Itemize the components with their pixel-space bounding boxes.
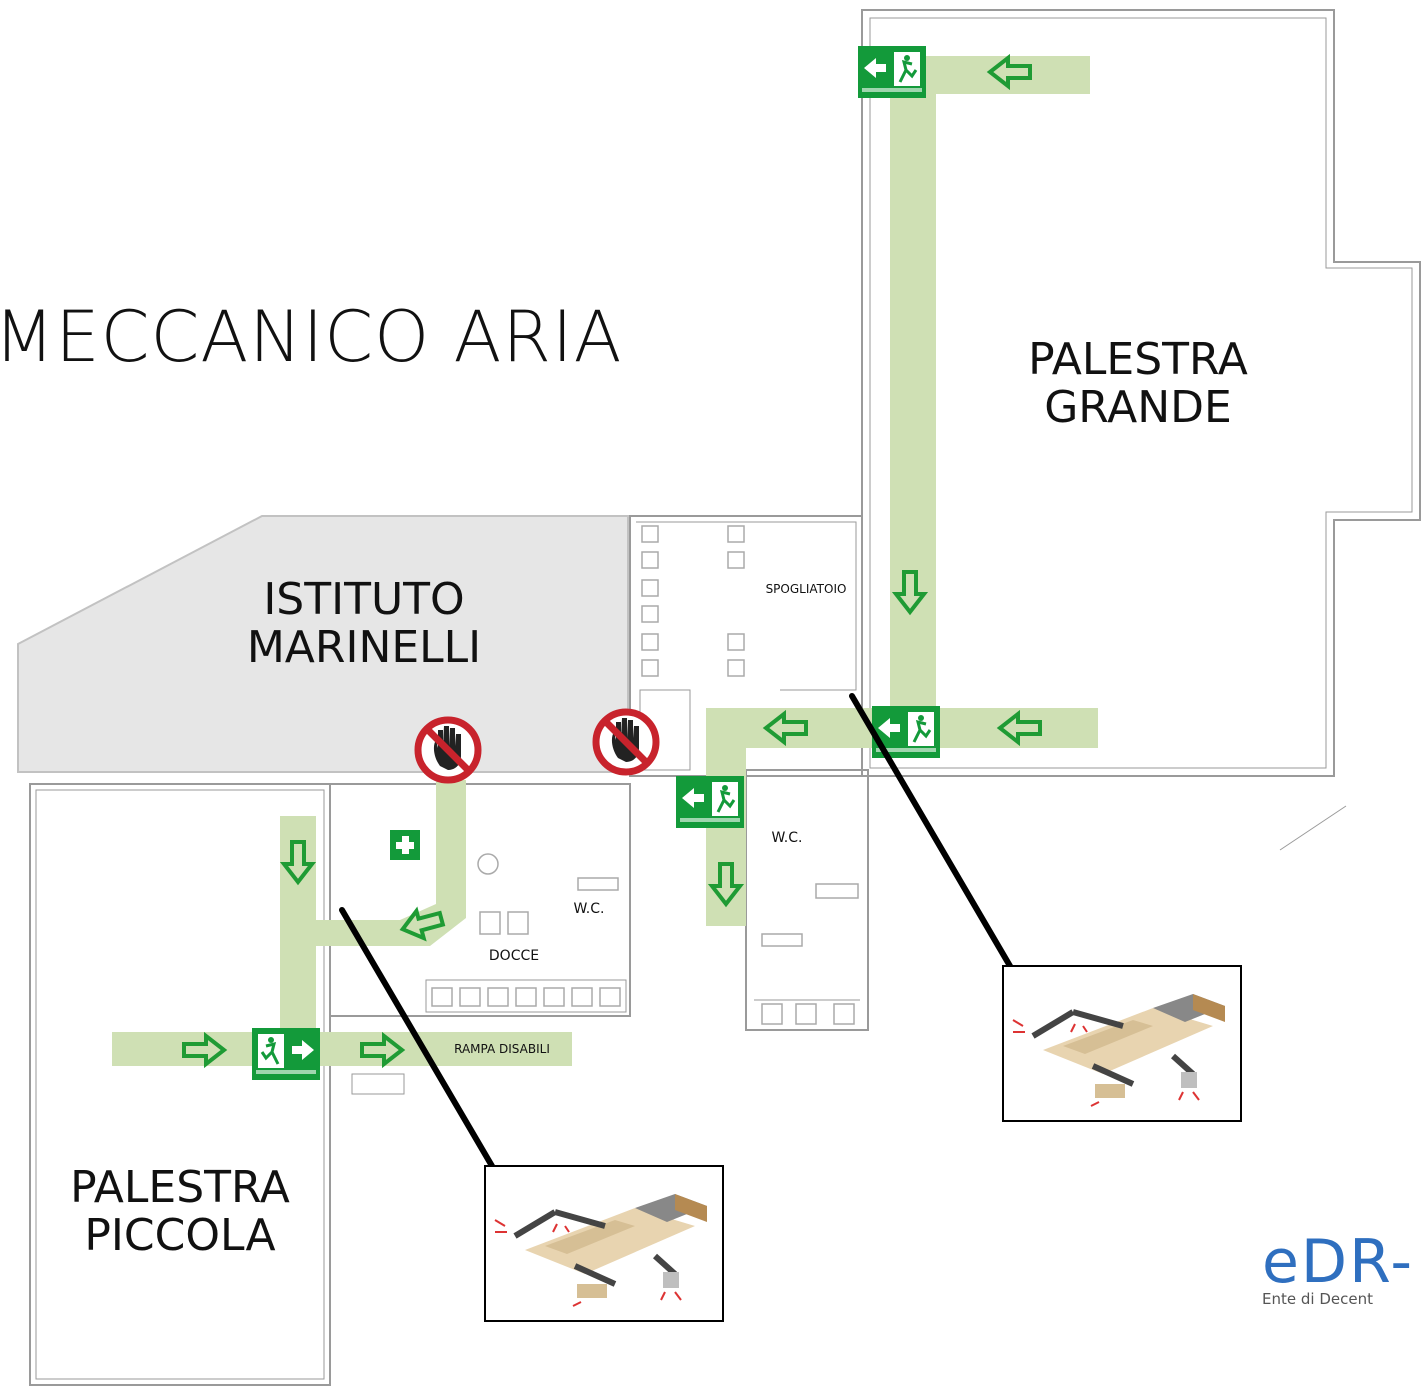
- logo-subtitle: Ente di Decent: [1262, 1290, 1373, 1308]
- plan-title: MECCANICO ARIA: [0, 296, 623, 378]
- room-docce: DOCCE: [488, 948, 540, 964]
- room-wc-1: W.C.: [771, 830, 803, 846]
- edr-logo: eDR- Ente di Decent: [1262, 1232, 1414, 1308]
- logo-mark: eDR-: [1262, 1227, 1415, 1297]
- air-duct-diagram-icon: [485, 966, 1241, 1321]
- wall-outlines: [29, 9, 1421, 1386]
- room-palestra-grande: PALESTRA GRANDE: [1028, 334, 1248, 433]
- istituto-marinelli-block: [17, 515, 629, 773]
- rampa-disabili-label: RAMPA DISABILI: [454, 1042, 550, 1056]
- callout-leaders: [339, 693, 1013, 1169]
- first-aid-icon: [390, 830, 420, 860]
- restroom-fixtures: [431, 525, 859, 1025]
- room-palestra-piccola: PALESTRA PICCOLA: [70, 1162, 290, 1261]
- room-spogliatoio: SPOGLIATOIO: [765, 582, 847, 596]
- room-istituto-marinelli: ISTITUTO MARINELLI: [246, 574, 482, 673]
- room-wc-2: W.C.: [573, 901, 605, 917]
